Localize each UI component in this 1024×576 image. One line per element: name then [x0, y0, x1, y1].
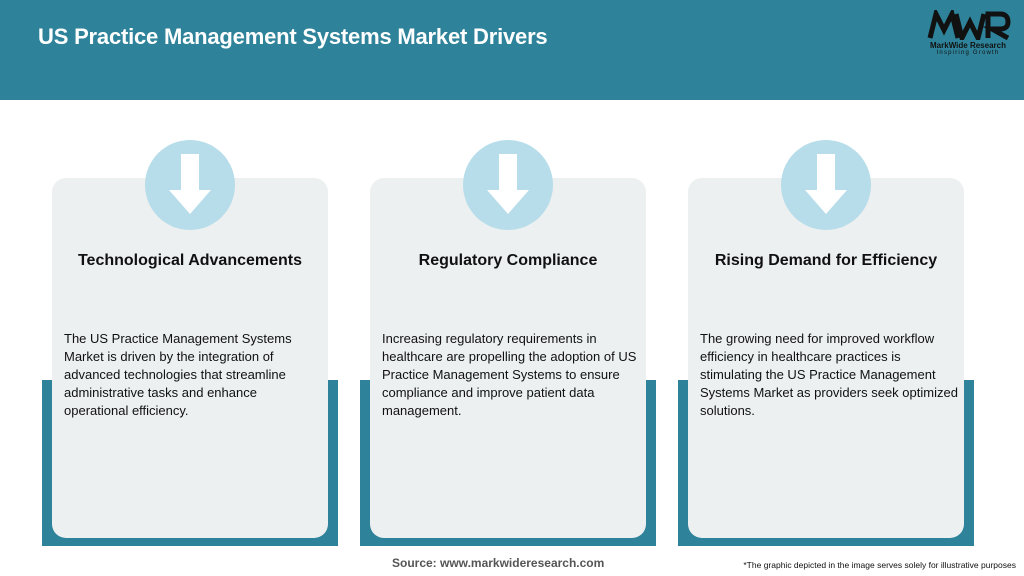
logo-tagline: Inspiring Growth — [936, 50, 1000, 56]
card-panel — [688, 178, 964, 538]
page-title: US Practice Management Systems Market Dr… — [38, 24, 548, 49]
card-title: Rising Demand for Efficiency — [714, 252, 938, 269]
driver-card-efficiency: Rising Demand for Efficiency The growing… — [678, 140, 974, 548]
card-description: The growing need for improved workflow e… — [700, 331, 958, 418]
icon-circle — [781, 140, 871, 230]
arrow-down-icon — [487, 154, 529, 214]
card-description: The US Practice Management Systems Marke… — [64, 331, 292, 418]
icon-circle — [463, 140, 553, 230]
mwr-logo-mark-icon — [927, 10, 1011, 40]
markwide-logo: MarkWide Research Inspiring Growth — [922, 10, 1014, 60]
disclaimer-note: *The graphic depicted in the image serve… — [743, 560, 1016, 570]
card-description: Increasing regulatory requirements in he… — [382, 331, 637, 418]
card-title: Regulatory Compliance — [418, 252, 598, 269]
icon-circle — [145, 140, 235, 230]
driver-card-regulatory: Regulatory Compliance Increasing regulat… — [360, 140, 656, 548]
arrow-down-icon — [805, 154, 847, 214]
logo-name: MarkWide Research — [930, 41, 1006, 50]
card-panel — [370, 178, 646, 538]
card-panel — [52, 178, 328, 538]
source-link[interactable]: Source: www.markwideresearch.com — [392, 556, 605, 570]
card-title: Technological Advancements — [77, 252, 303, 269]
header-banner: US Practice Management Systems Market Dr… — [0, 0, 1024, 100]
driver-card-technological: Technological Advancements The US Practi… — [42, 140, 338, 548]
arrow-down-icon — [169, 154, 211, 214]
